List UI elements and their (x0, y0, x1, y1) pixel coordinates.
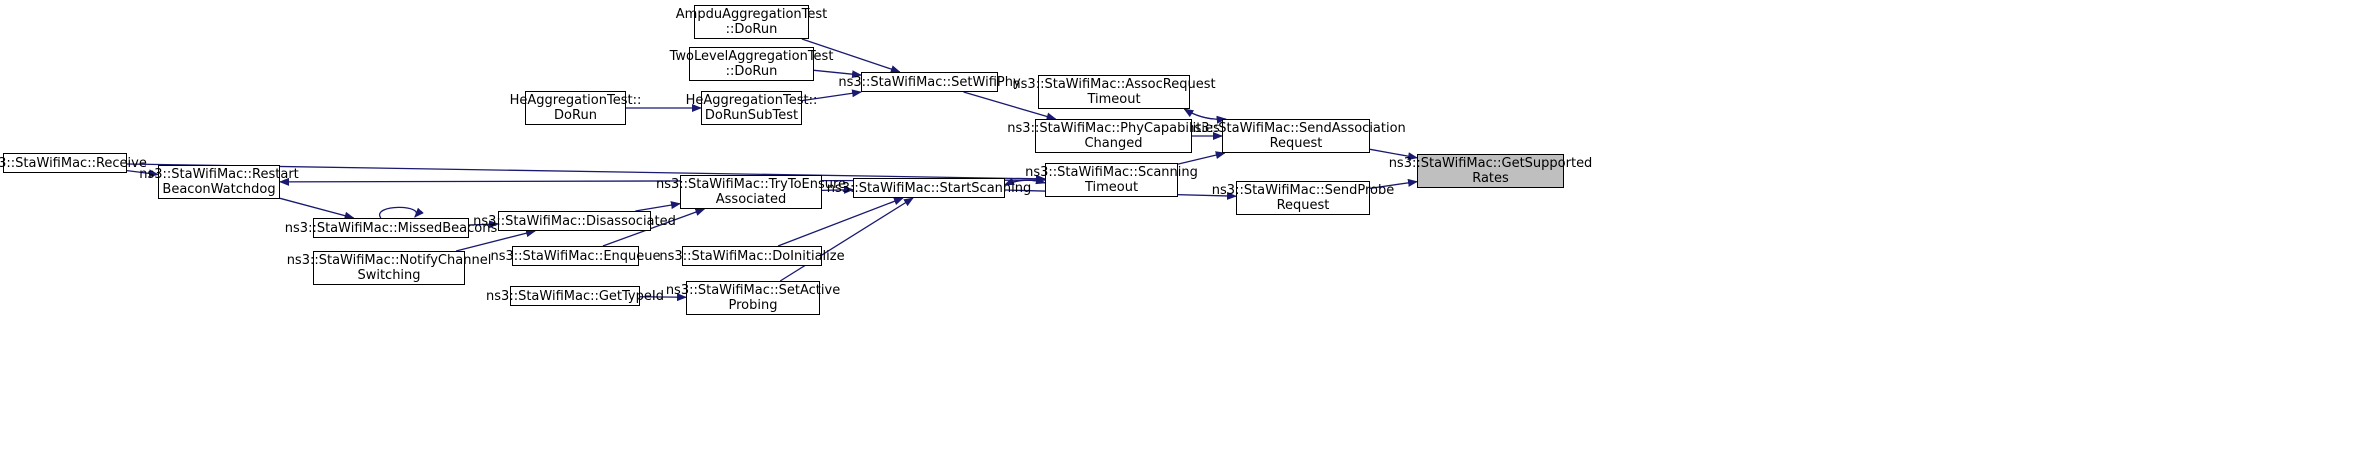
node-missed[interactable]: ns3::StaWifiMac::MissedBeacons (285, 218, 497, 238)
node-label-line: ::DoRun (725, 22, 778, 37)
node-label-line: ns3::StaWifiMac::SetWifiPhy (838, 74, 1021, 90)
node-label-line: Timeout (1084, 180, 1139, 195)
node-label-line: ns3::StaWifiMac::GetSupported (1388, 156, 1593, 171)
edge-scantimeout-to-sendassoc (1177, 151, 1226, 165)
node-label-line: Associated (715, 192, 787, 207)
node-label-line: ns3::StaWifiMac::NotifyChannel (286, 253, 492, 268)
node-label-line: HeAggregationTest:: (685, 93, 818, 108)
node-hesub[interactable]: HeAggregationTest::DoRunSubTest (686, 91, 817, 125)
node-label-line: ns3::StaWifiMac::Disassociated (473, 213, 676, 229)
node-label-line: ns3::StaWifiMac::DoInitialize (659, 248, 845, 264)
edge-sendassoc-to-getsupported (1369, 148, 1418, 161)
node-label-line: Rates (1472, 171, 1509, 186)
node-label-line: ns3::StaWifiMac::MissedBeacons (284, 220, 498, 236)
node-label-line: ns3::StaWifiMac::Receive (0, 155, 147, 171)
node-disassoc[interactable]: ns3::StaWifiMac::Disassociated (473, 211, 676, 231)
edge-notify-to-disassoc (455, 229, 537, 252)
node-label-line: ns3::StaWifiMac::SetActive (665, 283, 841, 298)
node-doinit[interactable]: ns3::StaWifiMac::DoInitialize (659, 246, 845, 266)
node-label-line: DoRunSubTest (704, 108, 799, 123)
node-label-line: ns3::StaWifiMac::SendAssociation (1186, 121, 1406, 136)
edge-disassoc-to-tryensure (635, 201, 681, 212)
node-label-line: Timeout (1087, 92, 1141, 107)
node-label-line: ::DoRun (725, 64, 778, 79)
node-label-line: ns3::StaWifiMac::GetTypeId (486, 288, 664, 304)
node-label-line: DoRun (554, 108, 597, 123)
edge-tryensure-to-startscan (821, 185, 854, 194)
edge-gettypeid-to-setactive (639, 293, 687, 302)
node-label-line: Request (1276, 198, 1330, 213)
node-label-line: Switching (357, 268, 421, 283)
node-ampdu[interactable]: AmpduAggregationTest::DoRun (676, 5, 827, 39)
node-label-line: ns3::StaWifiMac::AssocRequest (1012, 77, 1216, 92)
edge-hesub-to-setwifiphy (801, 89, 863, 102)
node-receive[interactable]: ns3::StaWifiMac::Receive (0, 153, 147, 173)
node-label-line: ns3::StaWifiMac::StartScanning (826, 180, 1032, 196)
node-label-line: AmpduAggregationTest (675, 7, 828, 22)
edge-setwifiphy-to-phycap (963, 91, 1057, 121)
edge-ampdu-to-setwifiphy (801, 38, 901, 73)
node-label-line: Probing (728, 298, 778, 313)
edge-missed-to-missed (378, 206, 424, 219)
edge-restart-to-missed (279, 197, 355, 220)
node-label-line: ns3::StaWifiMac::Scanning (1025, 165, 1198, 180)
node-label-line: ns3::StaWifiMac::Enqueue (490, 248, 661, 264)
node-label-line: Request (1269, 136, 1323, 151)
edge-doinit-to-startscan (777, 197, 904, 247)
node-gettypeid[interactable]: ns3::StaWifiMac::GetTypeId (486, 286, 664, 306)
node-label-line: ns3::StaWifiMac::PhyCapabilities (1007, 121, 1220, 136)
edge-enqueue-to-tryensure (602, 208, 706, 247)
node-label-line: Changed (1084, 136, 1143, 151)
node-label-line: ns3::StaWifiMac::TryToEnsure (655, 177, 847, 192)
edge-setactive-to-startscan (779, 197, 914, 282)
node-twolevel[interactable]: TwoLevelAggregationTest::DoRun (670, 47, 833, 81)
node-hedorun[interactable]: HeAggregationTest::DoRun (510, 91, 641, 125)
node-startscan[interactable]: ns3::StaWifiMac::StartScanning (827, 178, 1031, 198)
node-setwifiphy[interactable]: ns3::StaWifiMac::SetWifiPhy (838, 72, 1021, 92)
node-label-line: BeaconWatchdog (162, 182, 276, 197)
node-label-line: TwoLevelAggregationTest (669, 49, 834, 64)
node-label-line: ns3::StaWifiMac::Restart (139, 167, 299, 182)
edge-twolevel-to-setwifiphy (813, 69, 862, 79)
edge-receive-to-restart (126, 169, 159, 178)
node-enqueue[interactable]: ns3::StaWifiMac::Enqueue (491, 246, 661, 266)
node-label-line: ns3::StaWifiMac::SendProbe (1211, 183, 1395, 198)
edge-assocreqtimeout-to-sendassoc (1183, 108, 1227, 124)
edge-sendprobe-to-getsupported (1369, 178, 1418, 189)
node-label-line: HeAggregationTest:: (509, 93, 642, 108)
edge-missed-to-disassoc (468, 220, 499, 229)
